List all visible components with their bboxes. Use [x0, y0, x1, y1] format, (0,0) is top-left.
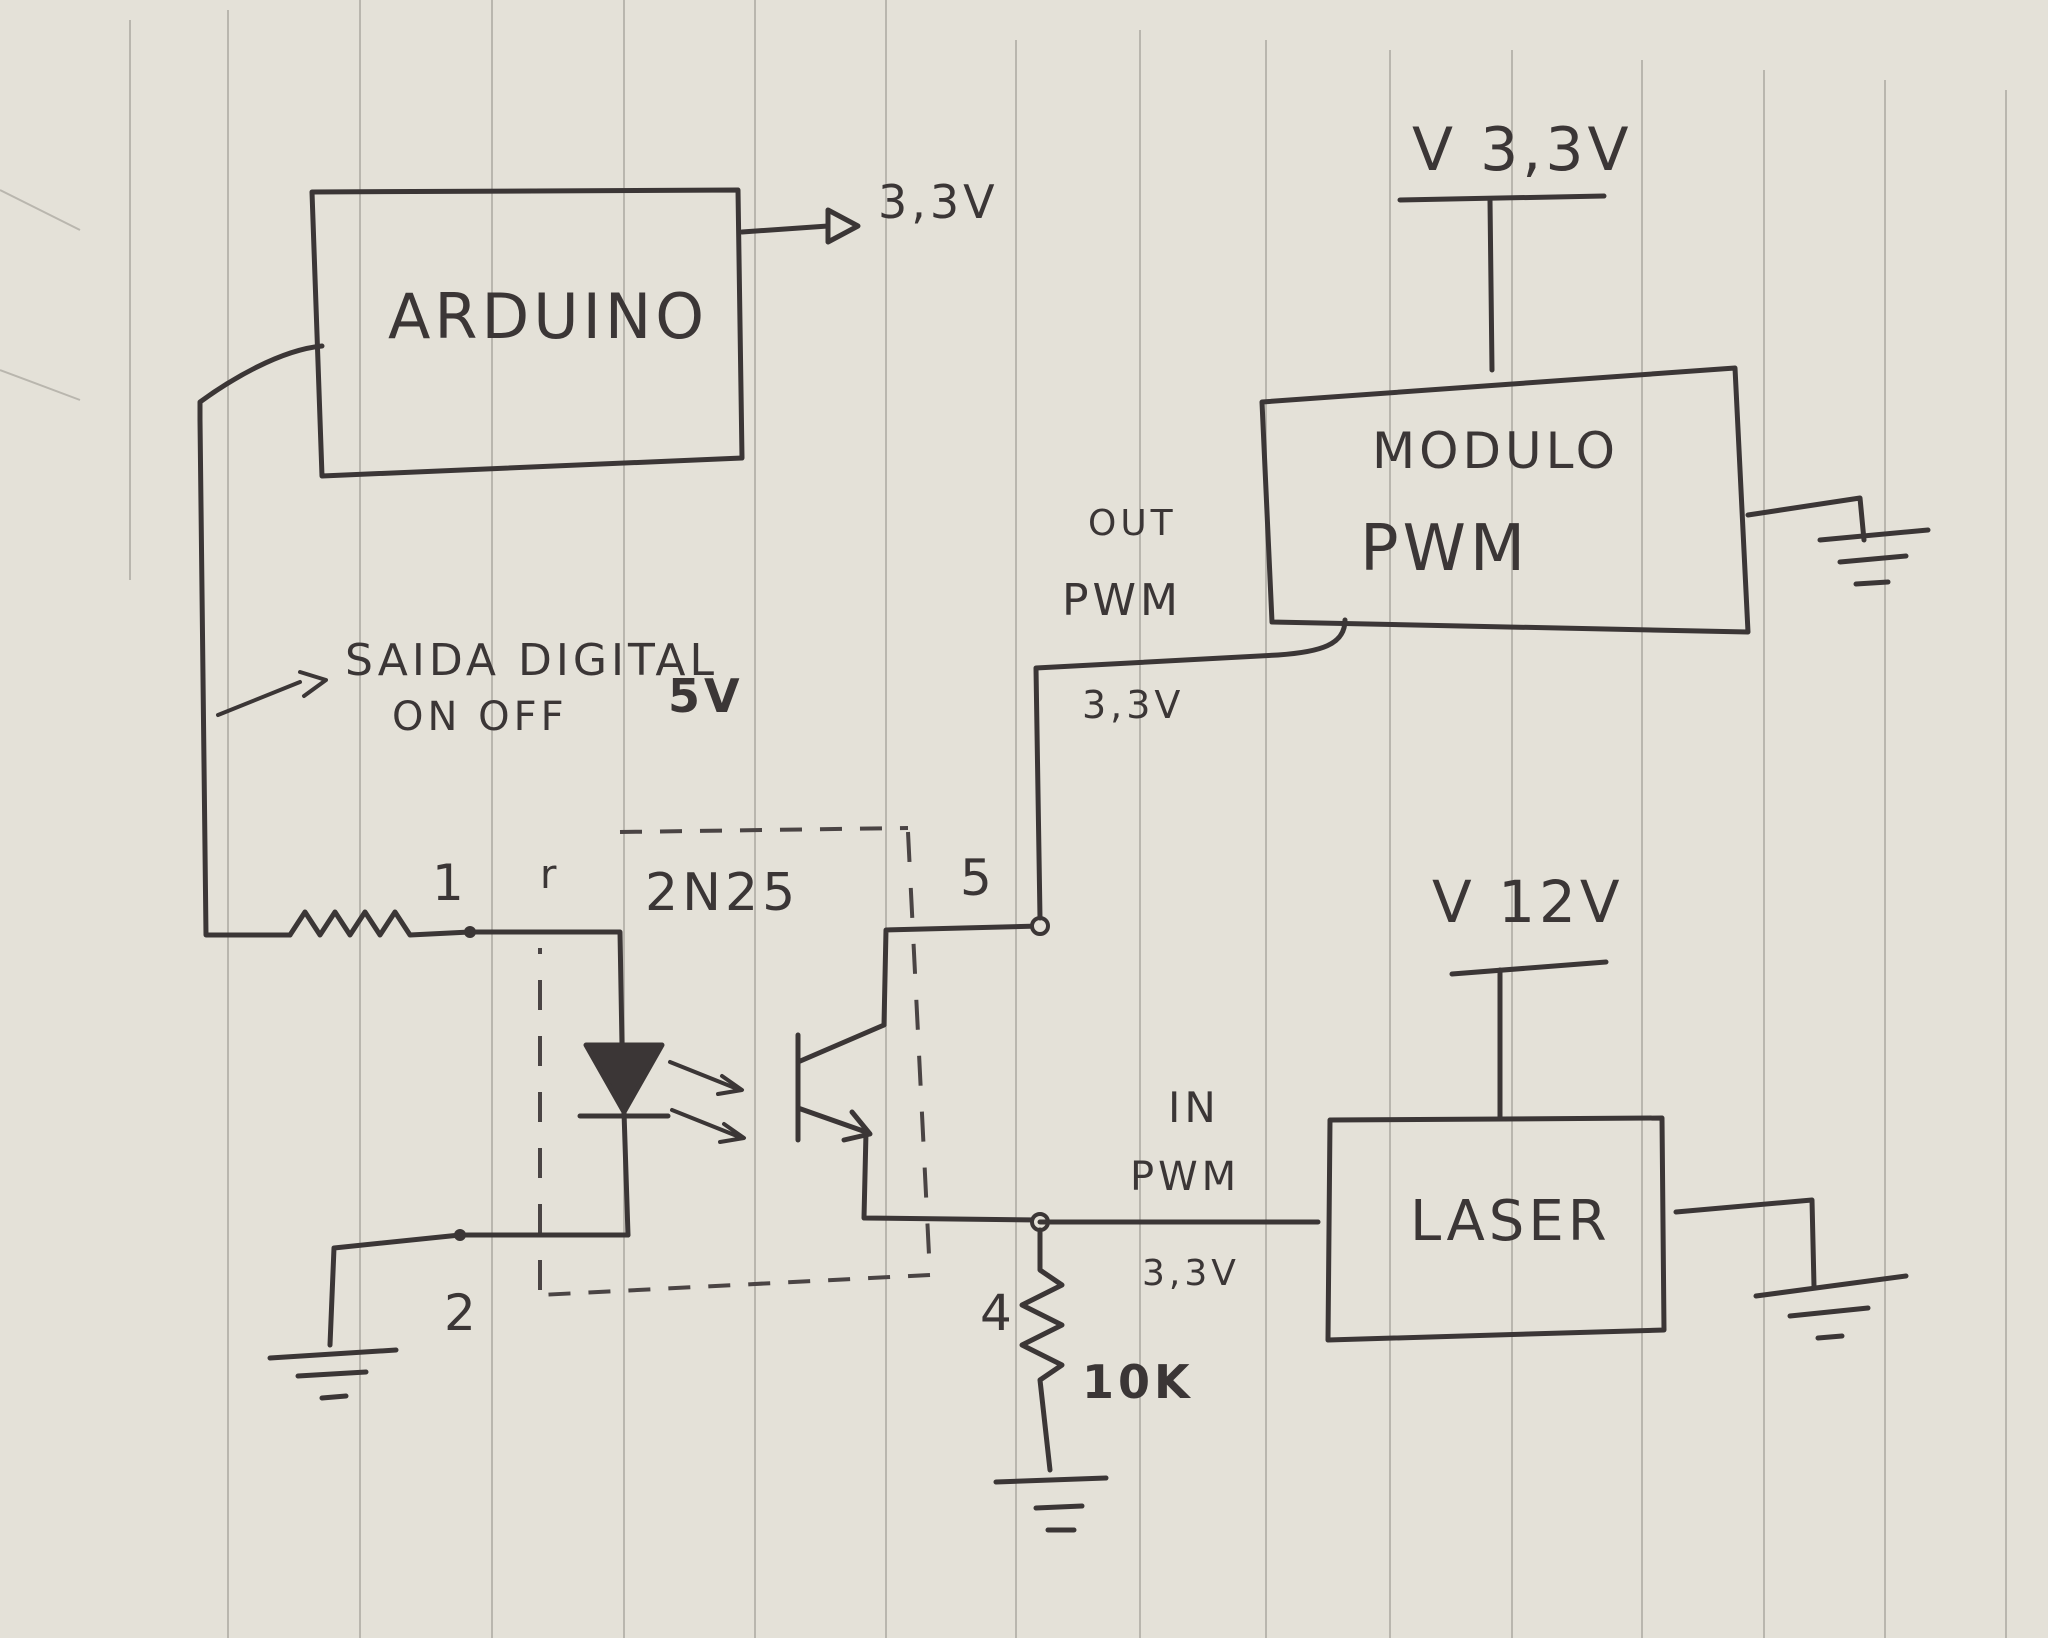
- arduino-label: ARDUINO: [388, 280, 708, 353]
- arrow-icon: [298, 670, 328, 698]
- pwm-module-line2: PWM: [1360, 512, 1529, 586]
- pwm-module-ground: [1745, 495, 1931, 587]
- wire-led-to-ground: [327, 1232, 631, 1348]
- optocoupler-part-label: 2N25: [645, 863, 799, 923]
- arduino-block: ARDUINO: [309, 187, 745, 479]
- arduino-supply-label: 3,3V: [878, 175, 999, 229]
- pwm-module-block: MODULO PWM: [1259, 365, 1751, 635]
- laser-in-annotation: IN PWM 3,3V: [1130, 1083, 1240, 1294]
- pwm-out-line2: PWM: [1062, 575, 1182, 626]
- laser-supply: V 12V: [1432, 868, 1624, 1121]
- pwm-out-annotation: OUT PWM 3,3V: [1062, 503, 1184, 727]
- ground-icon: [1753, 1273, 1909, 1341]
- wire-arduino-to-resistor: [197, 343, 325, 938]
- ground-icon: [1817, 527, 1931, 587]
- supply-bar-icon: [1449, 959, 1609, 977]
- pin5-label: 5: [960, 849, 996, 907]
- resistor-icon: [287, 909, 473, 938]
- pulldown-resistor-label: 10K: [1082, 1355, 1194, 1409]
- pwm-out-line1: OUT: [1088, 503, 1177, 544]
- pin2-node: [454, 1229, 466, 1241]
- laser-label: LASER: [1410, 1189, 1611, 1254]
- arduino-supply: 3,3V: [739, 175, 999, 245]
- arrow-icon: [825, 207, 861, 245]
- pwm-module-supply-label: V 3,3V: [1412, 115, 1633, 185]
- ground-icon: [267, 1347, 399, 1401]
- laser-in-voltage: 3,3V: [1142, 1253, 1240, 1294]
- digital-output-voltage: 5V: [668, 669, 744, 723]
- digital-output-line2: ON OFF: [392, 694, 568, 740]
- pwm-out-voltage: 3,3V: [1082, 683, 1184, 727]
- digital-output-annotation: SAIDA DIGITAL ON OFF 5V: [216, 635, 744, 740]
- pin-marker-label: r: [540, 852, 560, 898]
- notebook-rules: [0, 0, 2007, 1638]
- wire-pin5-to-pwm-out: [1033, 617, 1348, 921]
- laser-ground: [1673, 1197, 1909, 1341]
- pwm-module-line1: MODULO: [1372, 422, 1619, 480]
- wire-pin1-to-led: [467, 929, 625, 1048]
- laser-block: LASER: [1325, 1115, 1667, 1343]
- laser-in-line2: PWM: [1130, 1154, 1240, 1200]
- phototransistor-icon: [795, 923, 1043, 1223]
- laser-supply-label: V 12V: [1432, 868, 1624, 936]
- pin1-label: 1: [432, 854, 468, 912]
- pin2-label: 2: [444, 1284, 480, 1342]
- led-icon: [577, 1042, 746, 1238]
- laser-in-line1: IN: [1168, 1083, 1220, 1132]
- digital-output-line1: SAIDA DIGITAL: [345, 635, 718, 686]
- resistor-icon: [1019, 1227, 1065, 1473]
- supply-bar-icon: [1397, 193, 1607, 203]
- pin4-label: 4: [980, 1284, 1016, 1342]
- ground-icon: [993, 1475, 1109, 1533]
- pwm-module-supply: V 3,3V: [1397, 115, 1633, 373]
